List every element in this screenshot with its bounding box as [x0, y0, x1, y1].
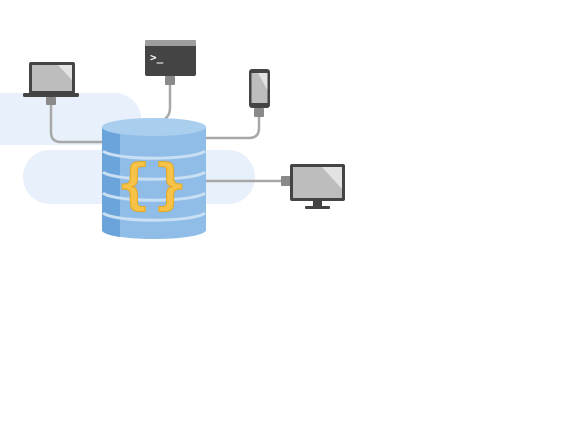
database-top: [102, 118, 206, 136]
database-stripes: [102, 149, 206, 222]
wire-laptop: [49, 102, 106, 144]
terminal-prompt: >_: [150, 51, 164, 64]
braces-glyph: {}: [117, 153, 190, 216]
laptop-icon: [23, 62, 79, 105]
wire-phone: [204, 114, 261, 140]
phone-connector: [254, 108, 264, 117]
monitor-stand: [305, 206, 330, 209]
database-body: [102, 127, 206, 239]
terminal-connector: [165, 76, 175, 85]
monitor-neck: [313, 201, 322, 206]
laptop-base: [23, 93, 79, 97]
monitor-icon: [281, 164, 345, 209]
terminal-titlebar: [145, 40, 196, 46]
wire-terminal: [163, 82, 172, 121]
database-braces-icon: {}: [101, 118, 206, 239]
terminal-icon: >_: [145, 40, 196, 85]
connection-wires: [49, 82, 284, 183]
terminal-window: [145, 40, 196, 76]
phone-icon: [249, 69, 270, 117]
monitor-connector: [281, 176, 291, 186]
laptop-connector: [46, 97, 56, 105]
